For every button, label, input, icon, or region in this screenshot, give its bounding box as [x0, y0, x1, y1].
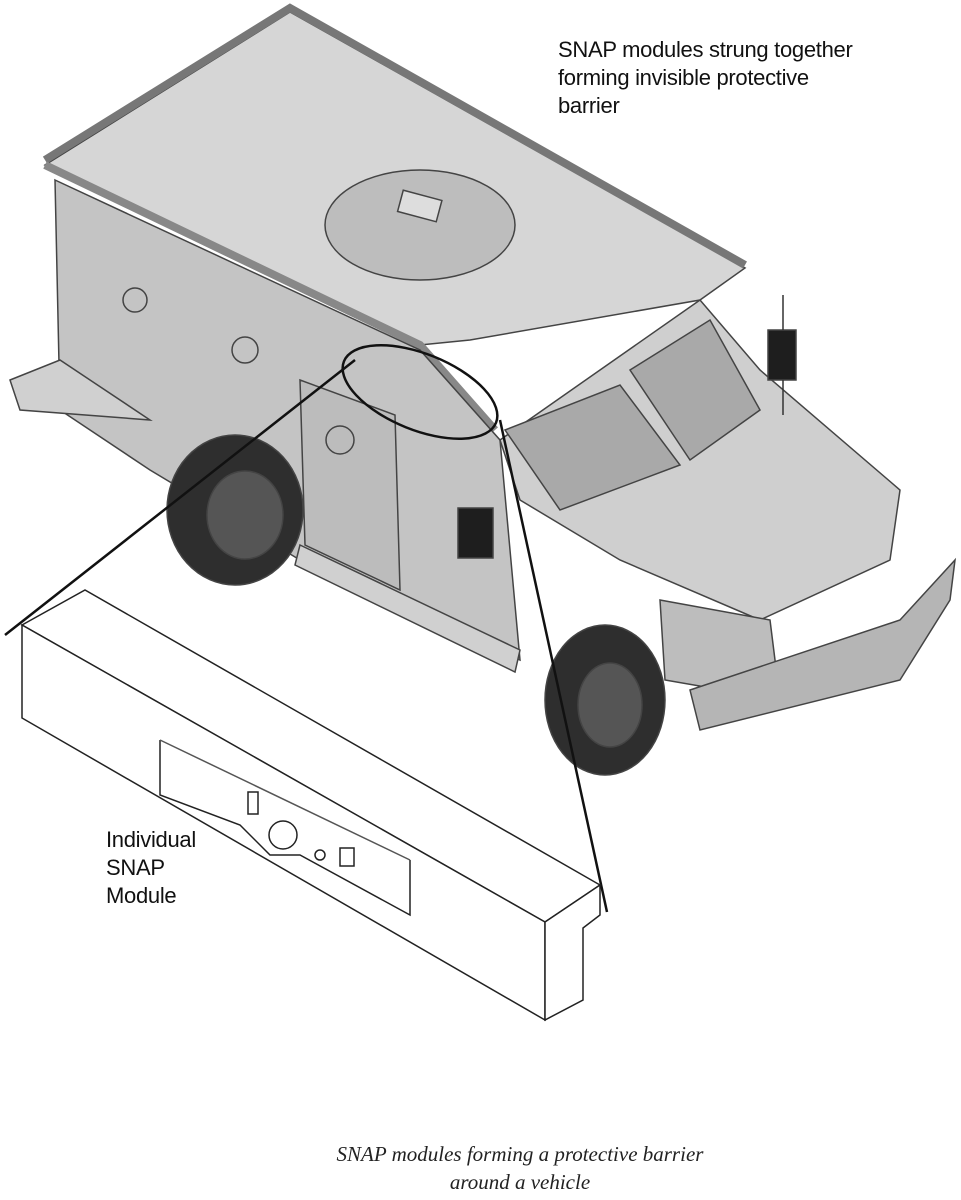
side-mirror: [457, 507, 494, 559]
armored-vehicle: [9, 3, 957, 776]
roof-rail: [42, 3, 747, 269]
module-label-line: Individual: [106, 827, 196, 852]
hatch-window: [396, 189, 443, 223]
figure-caption: SNAP modules forming a protective barrie…: [0, 1140, 961, 1196]
module-label: Individual SNAP Module: [106, 826, 196, 910]
module-label-line: Module: [106, 883, 177, 908]
module-port: [268, 820, 298, 850]
module-end-face: [544, 883, 601, 1022]
windshield: [503, 384, 682, 511]
front-wheel-hub: [577, 662, 643, 748]
caption-line: around a vehicle: [449, 1170, 591, 1194]
side-mirror: [767, 329, 797, 381]
snap-module: [20, 589, 602, 1022]
module-label-line: SNAP: [106, 855, 165, 880]
vehicle-hood: [499, 298, 901, 621]
windshield: [628, 318, 761, 462]
roof-hatch: [324, 169, 516, 281]
module-latch: [339, 847, 355, 867]
module-seam: [159, 739, 411, 861]
porthole: [122, 287, 148, 313]
barrier-label-line: SNAP modules strung together: [558, 37, 853, 62]
module-latch: [247, 791, 259, 815]
roof-rail: [43, 161, 498, 433]
callout-ellipse: [341, 344, 499, 440]
leader-line: [498, 419, 609, 913]
front-bumper: [689, 557, 957, 731]
caption-line: SNAP modules forming a protective barrie…: [336, 1142, 704, 1166]
running-board: [294, 543, 521, 674]
module-bolt: [314, 849, 326, 861]
running-board: [9, 359, 153, 421]
module-recess: [159, 740, 411, 917]
porthole: [231, 336, 259, 364]
barrier-label-line: barrier: [558, 93, 620, 118]
leader-line: [4, 359, 356, 636]
barrier-label: SNAP modules strung together forming inv…: [558, 36, 853, 120]
barrier-label-line: forming invisible protective: [558, 65, 809, 90]
porthole: [325, 425, 355, 455]
rear-wheel-hub: [206, 470, 284, 560]
